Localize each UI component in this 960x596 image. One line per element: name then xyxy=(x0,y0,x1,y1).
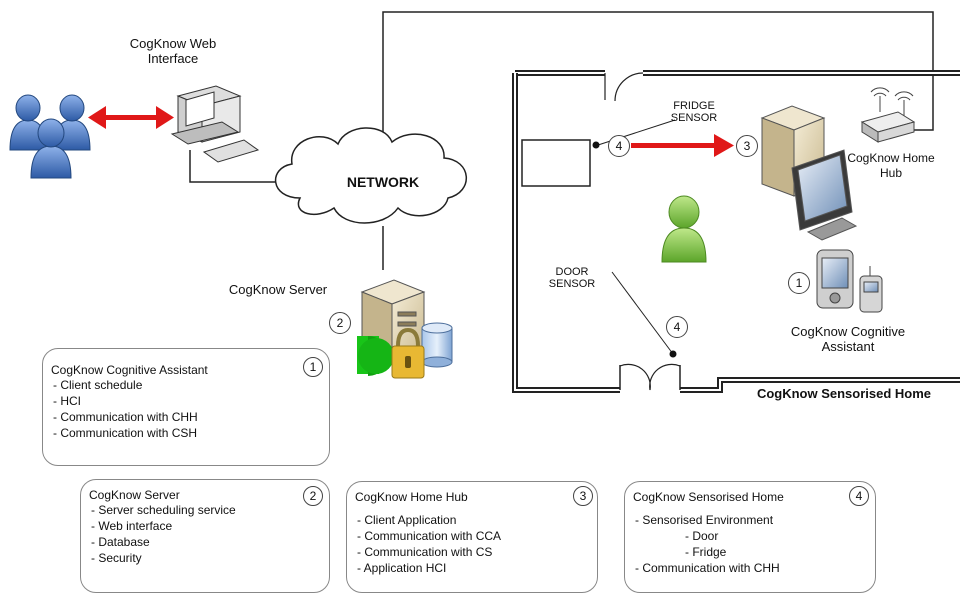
list-item: - Database xyxy=(91,535,150,549)
computer-icon xyxy=(170,85,260,163)
fridge-sensor-label: FRIDGE SENSOR xyxy=(670,100,718,124)
legend-number: 3 xyxy=(573,486,593,506)
phone-icon xyxy=(859,266,883,313)
legend-box-hub: CogKnow Home Hub 3 - Client Application … xyxy=(346,481,598,593)
green-block-icon xyxy=(357,336,394,376)
user-web-arrow xyxy=(88,106,174,129)
legend-title: CogKnow Cognitive Assistant xyxy=(51,363,208,377)
list-item: - Security xyxy=(91,551,142,565)
legend-box-home: CogKnow Sensorised Home 4 - Sensorised E… xyxy=(624,481,876,593)
house-walls xyxy=(512,70,960,393)
fridge-icon xyxy=(521,139,591,187)
legend-box-cca: CogKnow Cognitive Assistant 1 - Client s… xyxy=(42,348,330,466)
users-icon xyxy=(9,94,91,179)
pda-icon xyxy=(816,249,854,309)
list-item: - Communication with CHH xyxy=(635,561,780,575)
router-icon xyxy=(860,87,916,143)
list-item: - Client Application xyxy=(357,513,457,527)
server-label: CogKnow Server xyxy=(228,282,328,297)
legend-number: 2 xyxy=(303,486,323,506)
list-item: - Client schedule xyxy=(53,378,143,392)
legend-list: - Server scheduling service - Web interf… xyxy=(91,502,236,566)
legend-title: CogKnow Home Hub xyxy=(355,490,468,504)
list-item: - Door xyxy=(685,529,719,543)
server-marker-2: 2 xyxy=(329,312,351,334)
legend-list: - Client schedule - HCI - Communication … xyxy=(53,377,198,441)
hub-marker-3: 3 xyxy=(736,135,758,157)
door-sensor-label: DOOR SENSOR xyxy=(548,266,596,290)
list-item: - Communication with CSH xyxy=(53,426,198,440)
lock-icon xyxy=(391,327,425,379)
assistant-marker-1: 1 xyxy=(788,272,810,294)
list-item: - Communication with CCA xyxy=(357,529,502,543)
home-hub-label: CogKnow Home Hub xyxy=(847,151,935,180)
cognitive-assistant-label: CogKnow Cognitive Assistant xyxy=(790,324,906,354)
list-item: - HCI xyxy=(53,394,81,408)
network-link-lines xyxy=(189,11,934,270)
list-item: - Sensorised Environment xyxy=(635,513,774,527)
list-item: - Web interface xyxy=(91,519,173,533)
list-item: - Server scheduling service xyxy=(91,503,236,517)
list-item: - Fridge xyxy=(685,545,727,559)
cloud-icon xyxy=(275,127,467,224)
legend-title: CogKnow Sensorised Home xyxy=(633,490,784,504)
legend-number: 1 xyxy=(303,357,323,377)
door-marker-4: 4 xyxy=(666,316,688,338)
list-item: - Communication with CS xyxy=(357,545,493,559)
sensor-hub-arrow xyxy=(631,134,734,157)
legend-title: CogKnow Server xyxy=(89,488,180,502)
list-item: - Application HCI xyxy=(357,561,447,575)
database-icon xyxy=(421,322,453,368)
network-label: NETWORK xyxy=(346,174,420,190)
door-sensor-dot xyxy=(669,350,677,358)
sensorised-home-label: CogKnow Sensorised Home xyxy=(756,386,932,401)
legend-number: 4 xyxy=(849,486,869,506)
fridge-marker-4: 4 xyxy=(608,135,630,157)
list-item: - Communication with CHH xyxy=(53,410,198,424)
legend-list: - Client Application - Communication wit… xyxy=(357,512,501,576)
legend-list: - Sensorised Environment - Door - Fridge… xyxy=(635,512,780,576)
legend-box-server: CogKnow Server 2 - Server scheduling ser… xyxy=(80,479,330,593)
fridge-sensor-dot xyxy=(592,141,600,149)
sensor-pointer-lines xyxy=(594,119,676,355)
person-icon xyxy=(661,195,707,263)
web-interface-label: CogKnow Web Interface xyxy=(129,36,217,66)
desktop-pc-icon xyxy=(760,105,858,241)
